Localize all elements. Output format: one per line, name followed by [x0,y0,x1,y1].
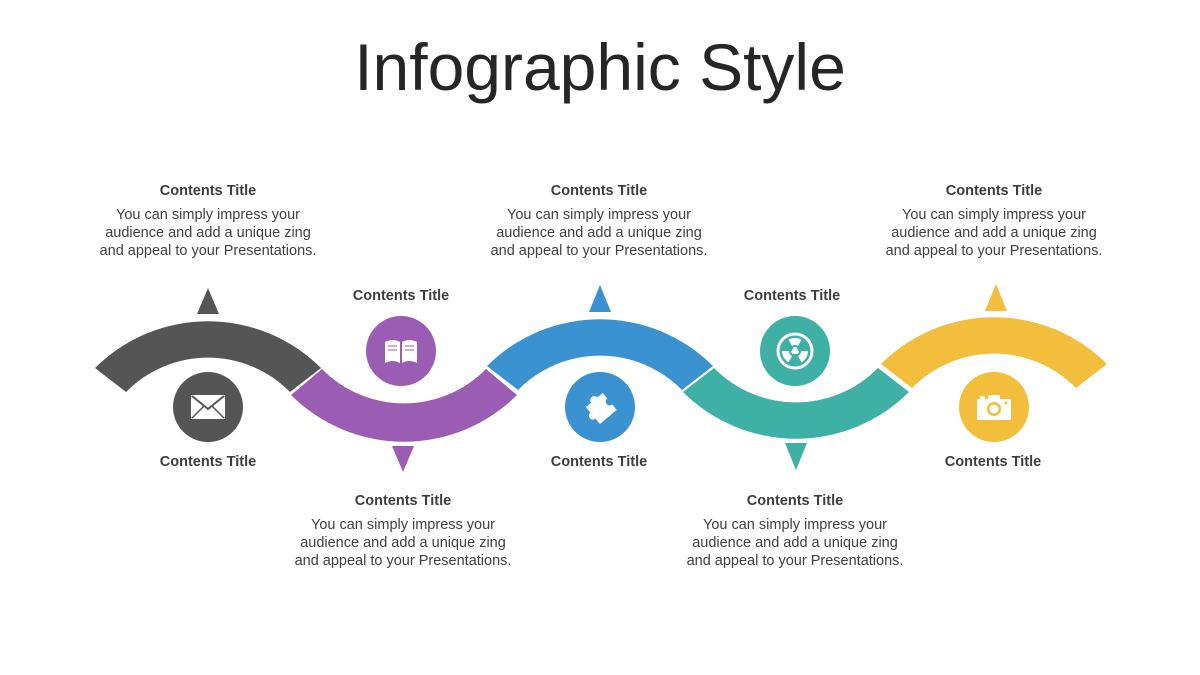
envelope-icon [191,395,225,419]
camera-icon [977,395,1011,420]
segment-arc-gray [95,321,321,392]
segment-pointer-blue [589,285,611,312]
step-5-description: You can simply impress your audience and… [885,207,1103,259]
step-1-title: Contents Title [159,183,257,199]
step-1-icon-badge [173,372,243,442]
step-2-icon-badge [366,316,436,386]
step-2-title: Contents Title [354,493,452,509]
step-3-label: Contents Title [550,454,648,470]
segment-pointer-yellow [985,284,1007,311]
segment-arc-teal [683,368,909,439]
step-4-label: Contents Title [743,288,841,304]
step-5-title: Contents Title [945,183,1043,199]
segment-pointer-purple [392,446,414,472]
step-3-title: Contents Title [550,183,648,199]
step-4-icon-badge [760,316,830,386]
slide-title: Infographic Style [354,30,846,104]
step-5-icon-badge [959,372,1029,442]
segment-arc-blue [487,319,713,390]
step-3-description: You can simply impress your audience and… [490,207,708,259]
segment-pointer-gray [197,288,219,314]
segment-arc-purple [291,369,517,442]
segment-pointer-teal [785,443,807,470]
step-5-label: Contents Title [944,454,1042,470]
step-4-title: Contents Title [746,493,844,509]
step-1-description: You can simply impress your audience and… [99,207,317,259]
book-icon [385,340,417,363]
puzzle-icon [585,393,617,425]
step-2-description: You can simply impress your audience and… [294,517,512,569]
step-3-icon-badge [565,372,635,442]
step-2-label: Contents Title [352,288,450,304]
step-4-description: You can simply impress your audience and… [686,517,904,569]
step-1-label: Contents Title [159,454,257,470]
segment-arc-yellow [881,317,1107,388]
radiation-icon [776,332,814,370]
